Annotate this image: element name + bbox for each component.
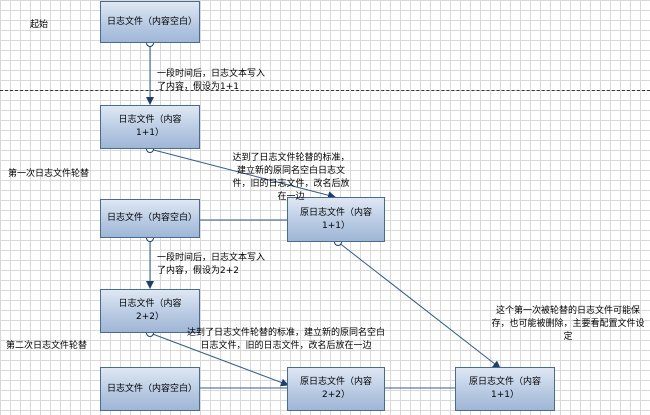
box-orig-log-1-1-b: 原日志文件（内容1+1） — [455, 367, 555, 411]
box-log-empty-1: 日志文件（内容空白） — [100, 1, 200, 43]
note-rotate-1: 达到了日志文件轮替的标准，建立新的原同名空白日志文件，旧的日志文件，改名后放在一… — [232, 153, 350, 202]
stage-separator-line — [0, 90, 650, 91]
box-log-empty-3: 日志文件（内容空白） — [100, 367, 200, 411]
box-log-content-1-1: 日志文件（内容1+1） — [100, 105, 200, 149]
arrow-content-2-to-orig-2 — [149, 332, 289, 387]
note-write-2: 一段时间后，日志文本写入了内容，假设为2+2 — [157, 253, 266, 276]
arrow-content-1-to-orig-1 — [149, 148, 336, 200]
note-rotate-2: 达到了日志文件轮替的标准，建立新的原同名空白日志文件，旧的日志文件，改名后放在一… — [186, 328, 385, 351]
box-log-content-2-2: 日志文件（内容2+2） — [100, 289, 200, 333]
stage-label-first-rotation: 第一次日志文件轮替 — [8, 169, 90, 179]
arrow-orig-1-to-orig-1-b — [337, 241, 501, 369]
stage-label-start: 起始 — [30, 20, 49, 30]
box-log-empty-2: 日志文件（内容空白） — [100, 199, 200, 238]
stage-label-second-rotation: 第二次日志文件轮替 — [6, 341, 88, 351]
box-orig-log-1-1-a: 原日志文件（内容1+1） — [287, 197, 385, 242]
note-retention: 这个第一次被轮替的日志文件可能保存，也可能被删除，主要看配置文件设定 — [491, 306, 645, 342]
note-write-1: 一段时间后，日志文本写入了内容，假设为1+1 — [157, 69, 266, 92]
box-orig-log-2-2: 原日志文件（内容2+2） — [287, 367, 385, 411]
